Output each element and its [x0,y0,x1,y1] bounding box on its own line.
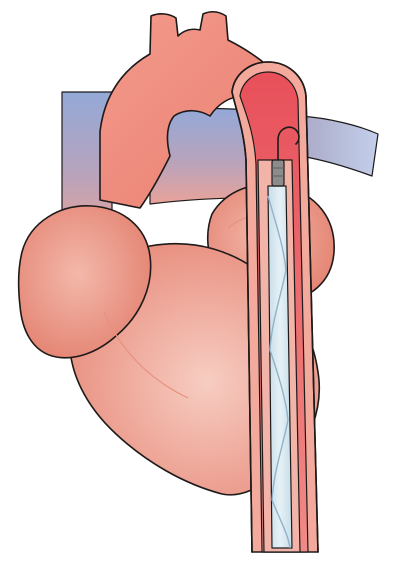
stent-graft-nose [271,159,285,187]
stent-graft-nose-rings [272,167,284,177]
ventricle-contour [103,311,189,399]
stent-graft-stripes [267,195,291,549]
descending-aorta-outline [231,61,319,553]
guidewire [277,126,300,161]
right-atrium [17,205,152,359]
pulmonary-vessel-right [299,115,379,177]
